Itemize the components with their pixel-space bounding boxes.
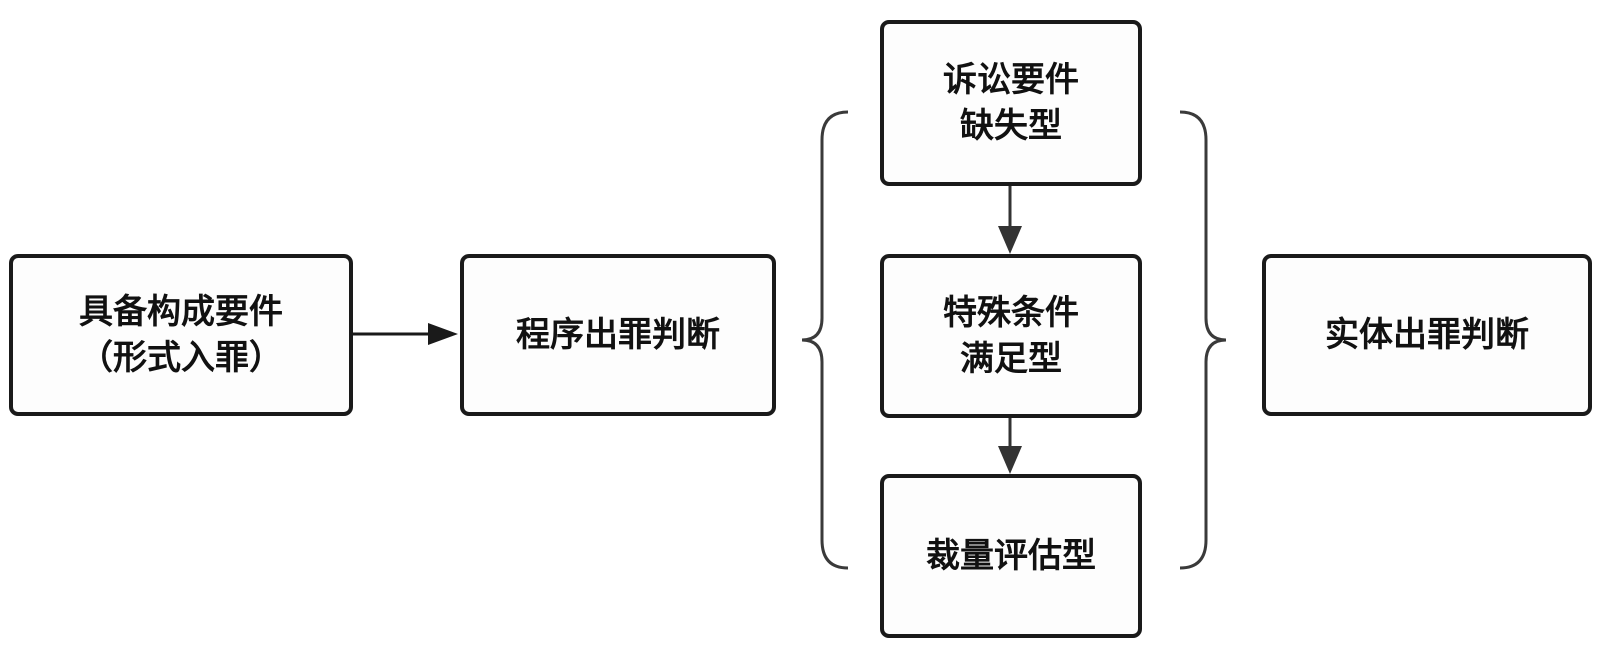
box-formal-elements-label: 具备构成要件 （形式入罪） [79, 289, 283, 381]
box-substantive-judgment: 实体出罪判断 [1262, 254, 1592, 416]
box-special-conditions-label: 特殊条件 满足型 [943, 290, 1079, 382]
box-substantive-judgment-line1: 实体出罪判断 [1325, 315, 1529, 355]
box-litigation-missing-line1: 诉讼要件 [943, 60, 1079, 100]
box-special-conditions-line1: 特殊条件 [943, 293, 1079, 333]
box-litigation-missing-line2: 缺失型 [960, 106, 1062, 146]
arrowhead-discretion [998, 446, 1022, 474]
box-litigation-missing: 诉讼要件 缺失型 [880, 20, 1142, 186]
box-procedural-judgment: 程序出罪判断 [460, 254, 776, 416]
box-formal-elements-line2: （形式入罪） [79, 338, 283, 378]
box-procedural-judgment-label: 程序出罪判断 [516, 312, 720, 358]
arrowhead-procedural [428, 323, 458, 345]
box-discretionary-assessment: 裁量评估型 [880, 474, 1142, 638]
box-litigation-missing-label: 诉讼要件 缺失型 [943, 57, 1079, 149]
box-discretionary-assessment-label: 裁量评估型 [926, 533, 1096, 579]
right-brace [1179, 110, 1227, 570]
box-discretionary-assessment-line1: 裁量评估型 [926, 536, 1096, 576]
box-substantive-judgment-label: 实体出罪判断 [1325, 312, 1529, 358]
arrowhead-special [998, 226, 1022, 254]
box-special-conditions: 特殊条件 满足型 [880, 254, 1142, 418]
left-brace [801, 110, 849, 570]
box-procedural-judgment-line1: 程序出罪判断 [516, 315, 720, 355]
box-formal-elements-line1: 具备构成要件 [79, 292, 283, 332]
box-special-conditions-line2: 满足型 [960, 339, 1062, 379]
box-formal-elements: 具备构成要件 （形式入罪） [9, 254, 353, 416]
